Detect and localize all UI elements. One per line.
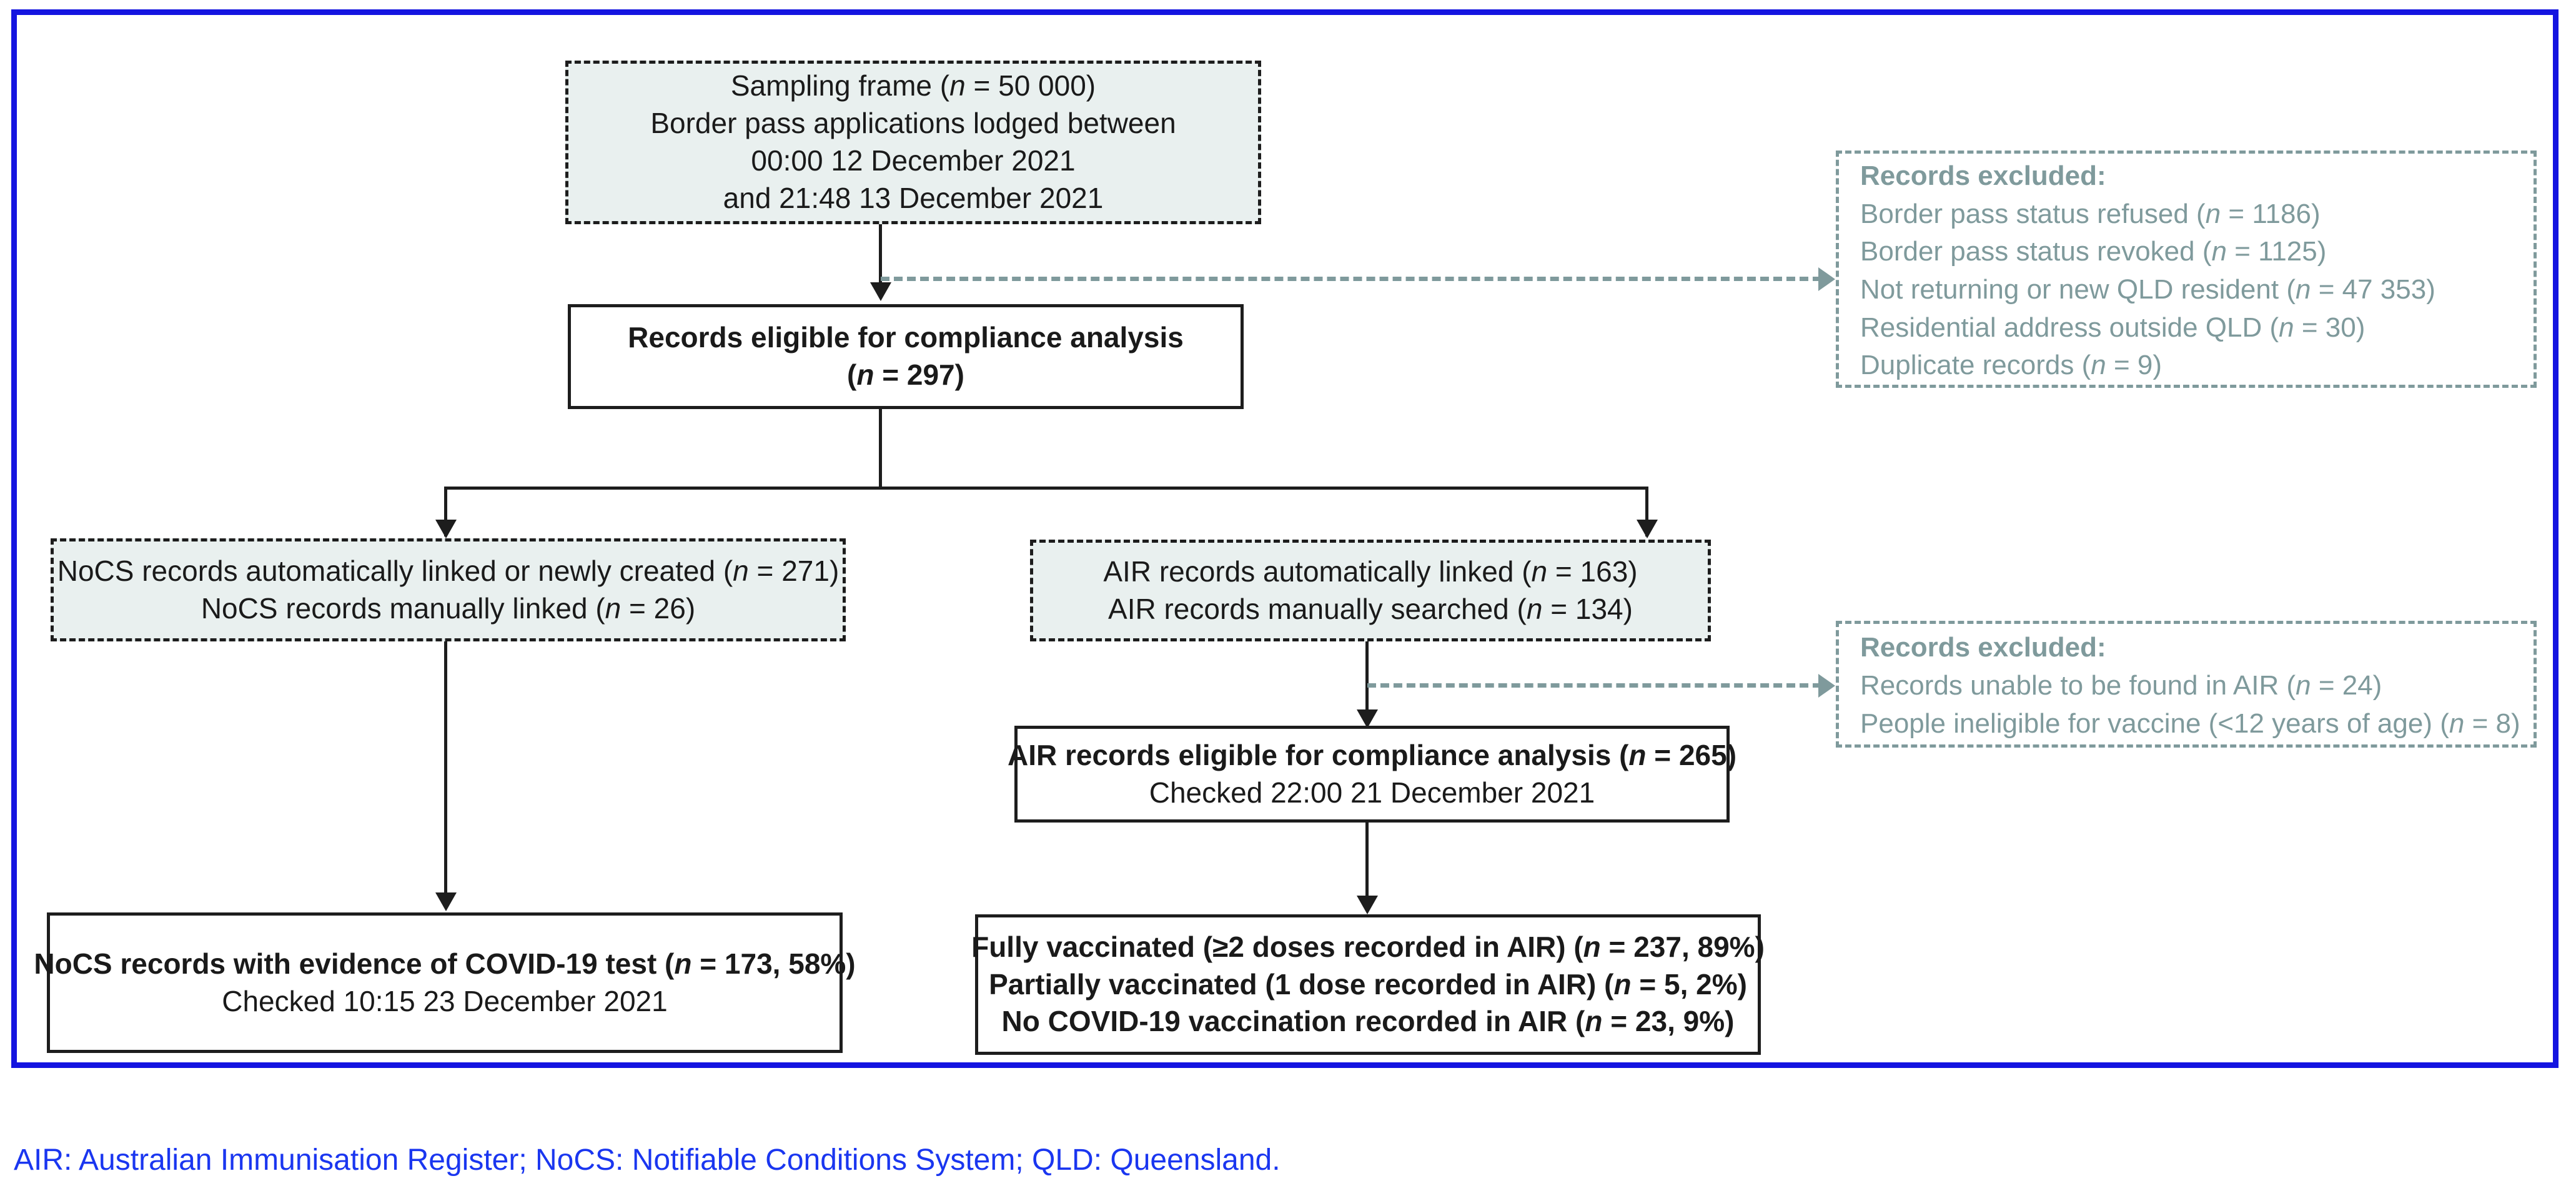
node-eligible-records: Records eligible for compliance analysis… (568, 304, 1244, 409)
connector-air-to-eligible (1365, 641, 1369, 715)
node-nocs-linked: NoCS records automatically linked or new… (51, 538, 846, 641)
air-eligible-line-2: Checked 22:00 21 December 2021 (1149, 776, 1595, 809)
connector-air-eligible-to-outcome (1365, 823, 1369, 902)
nocs-linked-line-1: NoCS records automatically linked or new… (57, 554, 840, 587)
connector-eligible-stem (879, 407, 882, 488)
vaccination-outcome-line-2: Partially vaccinated (1 dose recorded in… (989, 967, 1747, 1001)
excluded-2-item-1: Records unable to be found in AIR (n = 2… (1860, 670, 2382, 701)
connector-split-right (1645, 487, 1648, 536)
node-sampling-frame: Sampling frame (n = 50 000) Border pass … (565, 61, 1261, 224)
connector-split-left (444, 487, 447, 536)
sampling-frame-line-4: and 21:48 13 December 2021 (723, 181, 1104, 214)
figure-frame: Sampling frame (n = 50 000) Border pass … (11, 9, 2559, 1068)
nocs-linked-line-2: NoCS records manually linked (n = 26) (201, 591, 696, 625)
arrowhead-sampling-to-eligible (870, 282, 891, 301)
sampling-frame-line-3: 00:00 12 December 2021 (751, 144, 1076, 177)
arrowhead-air-eligible (1357, 709, 1378, 728)
arrowhead-to-nocs-linked (435, 520, 457, 538)
vaccination-outcome-line-3: No COVID-19 vaccination recorded in AIR … (1001, 1005, 1735, 1038)
arrowhead-nocs-outcome (435, 892, 457, 911)
node-air-linked: AIR records automatically linked (n = 16… (1030, 540, 1711, 641)
eligible-records-line-2: (n = 297) (847, 358, 964, 391)
nocs-outcome-line-1: NoCS records with evidence of COVID-19 t… (34, 947, 856, 980)
air-linked-line-2: AIR records manually searched (n = 134) (1108, 592, 1633, 625)
connector-eligible-to-excluded-1 (881, 277, 1821, 281)
excluded-1-item-2: Border pass status revoked (n = 1125) (1860, 236, 2327, 267)
excluded-2-item-2: People ineligible for vaccine (<12 years… (1860, 708, 2520, 739)
excluded-1-item-3: Not returning or new QLD resident (n = 4… (1860, 274, 2435, 305)
node-vaccination-outcome: Fully vaccinated (≥2 doses recorded in A… (971, 914, 1765, 1055)
sampling-frame-line-2: Border pass applications lodged between (650, 107, 1176, 140)
eligible-records-line-1: Records eligible for compliance analysis (628, 321, 1184, 354)
node-excluded-1: Records excluded: Border pass status ref… (1836, 151, 2537, 388)
sampling-frame-line-1: Sampling frame (n = 50 000) (730, 69, 1096, 102)
excluded-1-item-5: Duplicate records (n = 9) (1860, 350, 2162, 381)
connector-sampling-to-eligible (879, 224, 882, 285)
arrowhead-excluded-2 (1818, 674, 1835, 698)
excluded-1-item-1: Border pass status refused (n = 1186) (1860, 198, 2321, 229)
excluded-1-heading: Records excluded: (1860, 160, 2106, 191)
excluded-1-item-4: Residential address outside QLD (n = 30) (1860, 312, 2365, 343)
air-eligible-line-1: AIR records eligible for compliance anal… (1007, 738, 1737, 771)
connector-eligible-split (444, 487, 1648, 490)
arrowhead-vaccination-outcome (1357, 896, 1378, 914)
connector-nocs-to-outcome (444, 641, 447, 899)
nocs-outcome-line-2: Checked 10:15 23 December 2021 (222, 984, 668, 1017)
air-linked-line-1: AIR records automatically linked (n = 16… (1103, 555, 1638, 588)
node-nocs-outcome: NoCS records with evidence of COVID-19 t… (34, 912, 856, 1053)
excluded-2-heading: Records excluded: (1860, 632, 2106, 663)
node-air-eligible: AIR records eligible for compliance anal… (1008, 726, 1736, 823)
arrowhead-excluded-1 (1818, 267, 1835, 291)
vaccination-outcome-line-1: Fully vaccinated (≥2 doses recorded in A… (971, 930, 1765, 963)
node-excluded-2: Records excluded: Records unable to be f… (1836, 621, 2537, 748)
connector-air-to-excluded-2 (1367, 683, 1821, 688)
figure-caption: AIR: Australian Immunisation Register; N… (14, 1144, 1281, 1177)
arrowhead-to-air-linked (1637, 520, 1658, 538)
